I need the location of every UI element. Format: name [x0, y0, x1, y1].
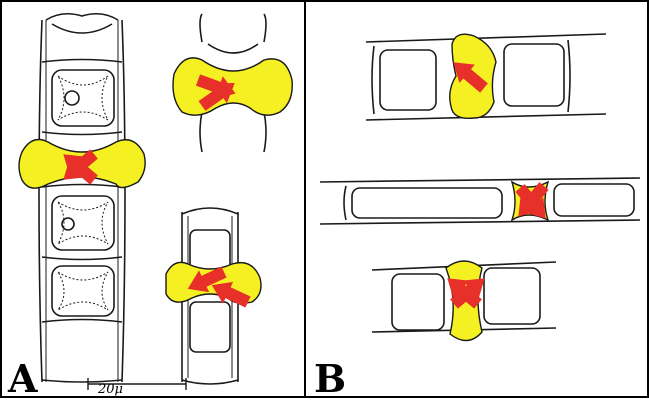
- panel-label-b: B: [314, 360, 346, 398]
- panel-b-drawing: [306, 2, 647, 396]
- scale-bar-label: 20μ: [98, 382, 123, 397]
- panel-label-a: A: [8, 360, 37, 398]
- filament-left-outer: [39, 20, 42, 382]
- panel-a: A 20μ: [0, 0, 306, 398]
- filament-right-outer: [122, 20, 125, 382]
- panel-b: B: [304, 0, 649, 398]
- panel-a-drawing: [2, 2, 304, 396]
